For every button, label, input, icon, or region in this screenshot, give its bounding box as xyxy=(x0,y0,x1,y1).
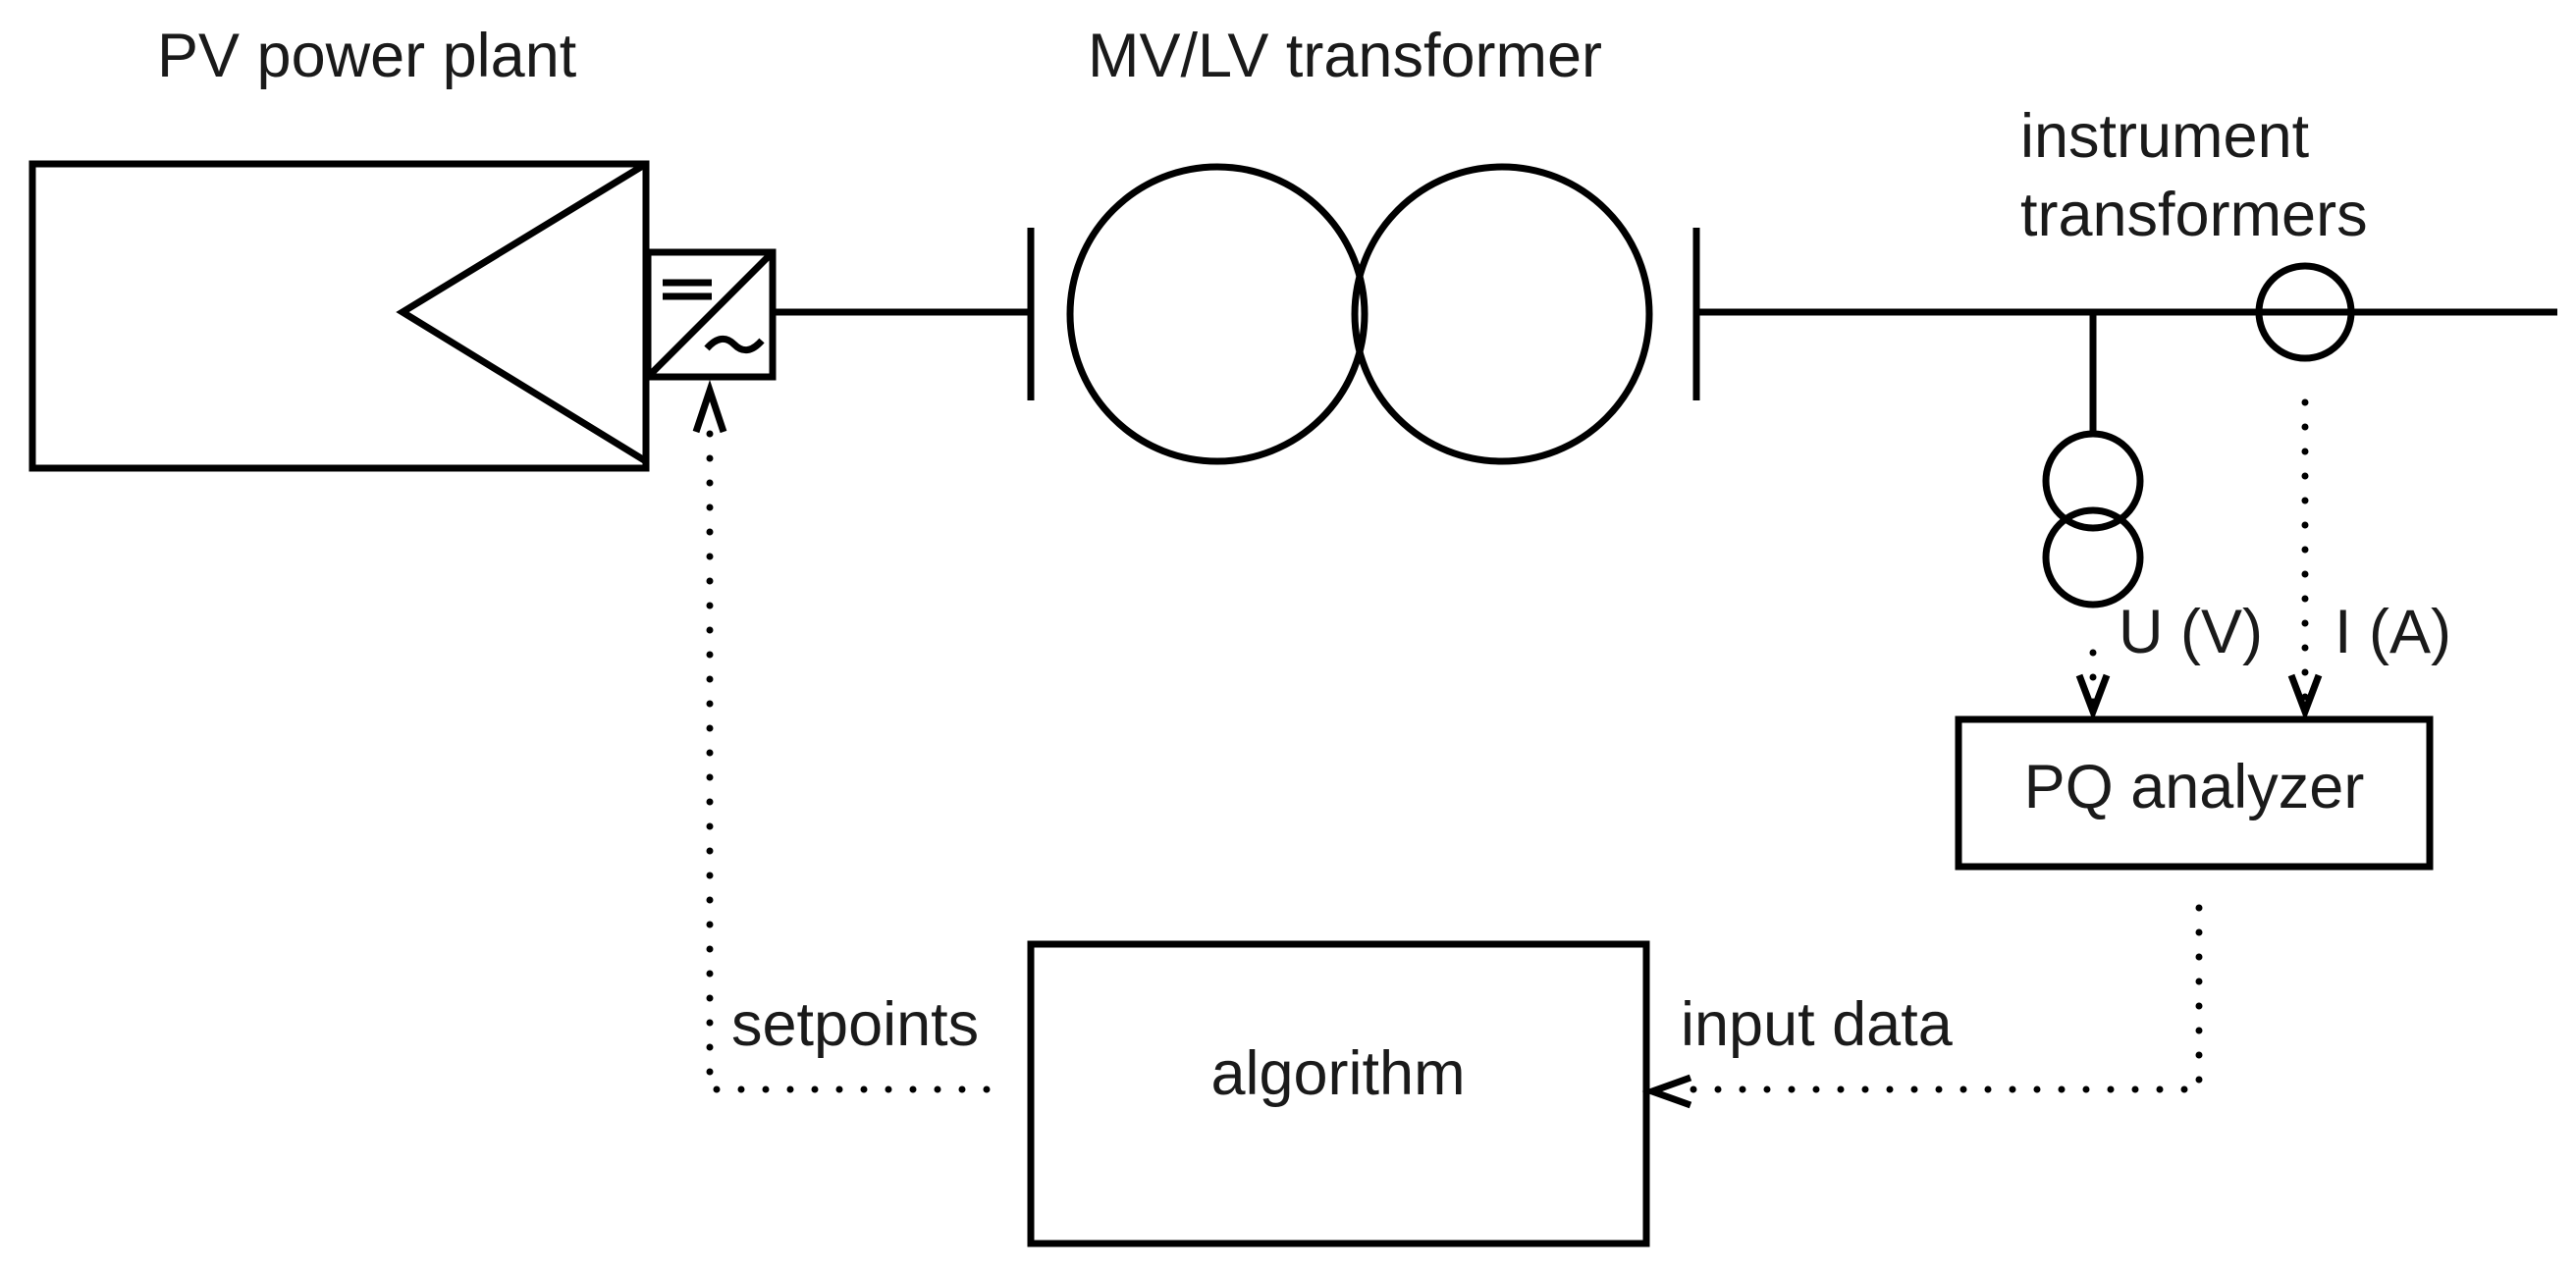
setpoints-label: setpoints xyxy=(731,990,979,1059)
transformer-label: MV/LV transformer xyxy=(1088,22,1602,90)
input-data-label: input data xyxy=(1681,990,1954,1059)
pq-analyzer-label: PQ analyzer xyxy=(2024,753,2365,821)
voltage-transformer-symbol xyxy=(2042,312,2144,609)
inverter-icon xyxy=(644,248,777,381)
input-data-signal-line xyxy=(1641,904,2203,1109)
current-transformer-symbol xyxy=(2255,262,2355,362)
pv-plant-box xyxy=(28,160,650,472)
setpoints-signal-line xyxy=(692,379,991,1093)
current-label: I (A) xyxy=(2334,598,2451,666)
current-signal-line xyxy=(2287,398,2323,721)
instrument-label-line2: transformers xyxy=(2020,181,2368,249)
pv-power-plant xyxy=(28,160,650,472)
mv-lv-transformer-symbol xyxy=(1066,163,1653,465)
pq-analyzer-box xyxy=(1955,715,2434,871)
voltage-label: U (V) xyxy=(2119,598,2263,666)
busbar xyxy=(773,228,2557,400)
algorithm-box xyxy=(1027,940,1650,1247)
voltage-signal-line xyxy=(2075,649,2111,721)
instrument-label-line1: instrument xyxy=(2020,102,2310,171)
pv-plant-label: PV power plant xyxy=(157,22,577,90)
algorithm-label: algorithm xyxy=(1210,1039,1465,1108)
pv-panel-triangle xyxy=(396,161,648,464)
